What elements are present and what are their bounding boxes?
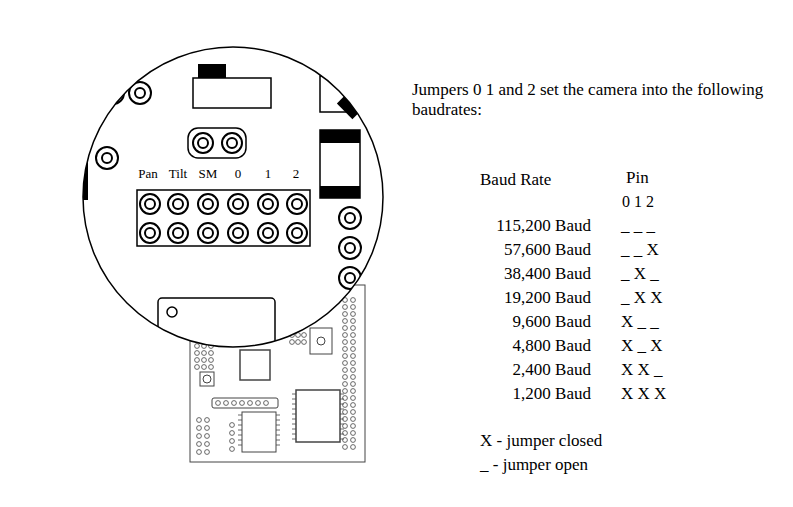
- pin-name: Tilt: [169, 166, 187, 182]
- table-header: Baud Rate: [480, 170, 551, 190]
- baud-rate: 38,400 Baud: [504, 264, 591, 284]
- jumper-pattern: _ _ _: [621, 216, 655, 236]
- jumper-pattern: _ X _: [621, 264, 659, 284]
- pin-name: SM: [199, 166, 218, 182]
- legend-note: X - jumper closed: [480, 431, 602, 451]
- baud-rate: 57,600 Baud: [504, 240, 591, 260]
- pin-name: 2: [293, 166, 300, 182]
- jumper-pattern: _ _ X: [621, 240, 659, 260]
- baud-rate: 2,400 Baud: [513, 360, 591, 380]
- jumper-pattern: X X _: [621, 360, 663, 380]
- jumper-pattern: X _ X: [621, 336, 663, 356]
- table-header: Pin: [626, 168, 649, 188]
- baud-rate: 115,200 Baud: [496, 216, 591, 236]
- jumper-pattern: X X X: [621, 384, 666, 404]
- intro-note: Jumpers 0 1 and 2 set the camera into th…: [412, 80, 784, 121]
- baud-rate: 4,800 Baud: [513, 336, 591, 356]
- magnified-view: [76, 64, 365, 358]
- pin-numbers: 0 1 2: [622, 192, 654, 211]
- pin-name: Pan: [138, 166, 158, 182]
- baud-rate: 19,200 Baud: [504, 288, 591, 308]
- jumper-pattern: X _ _: [621, 312, 659, 332]
- jumper-header: [137, 190, 310, 246]
- pin-name: 1: [265, 166, 272, 182]
- baud-rate: 9,600 Baud: [513, 312, 591, 332]
- baud-rate: 1,200 Baud: [513, 384, 591, 404]
- legend-note: _ - jumper open: [480, 455, 588, 475]
- pin-name: 0: [235, 166, 242, 182]
- jumper-pattern: _ X X: [621, 288, 663, 308]
